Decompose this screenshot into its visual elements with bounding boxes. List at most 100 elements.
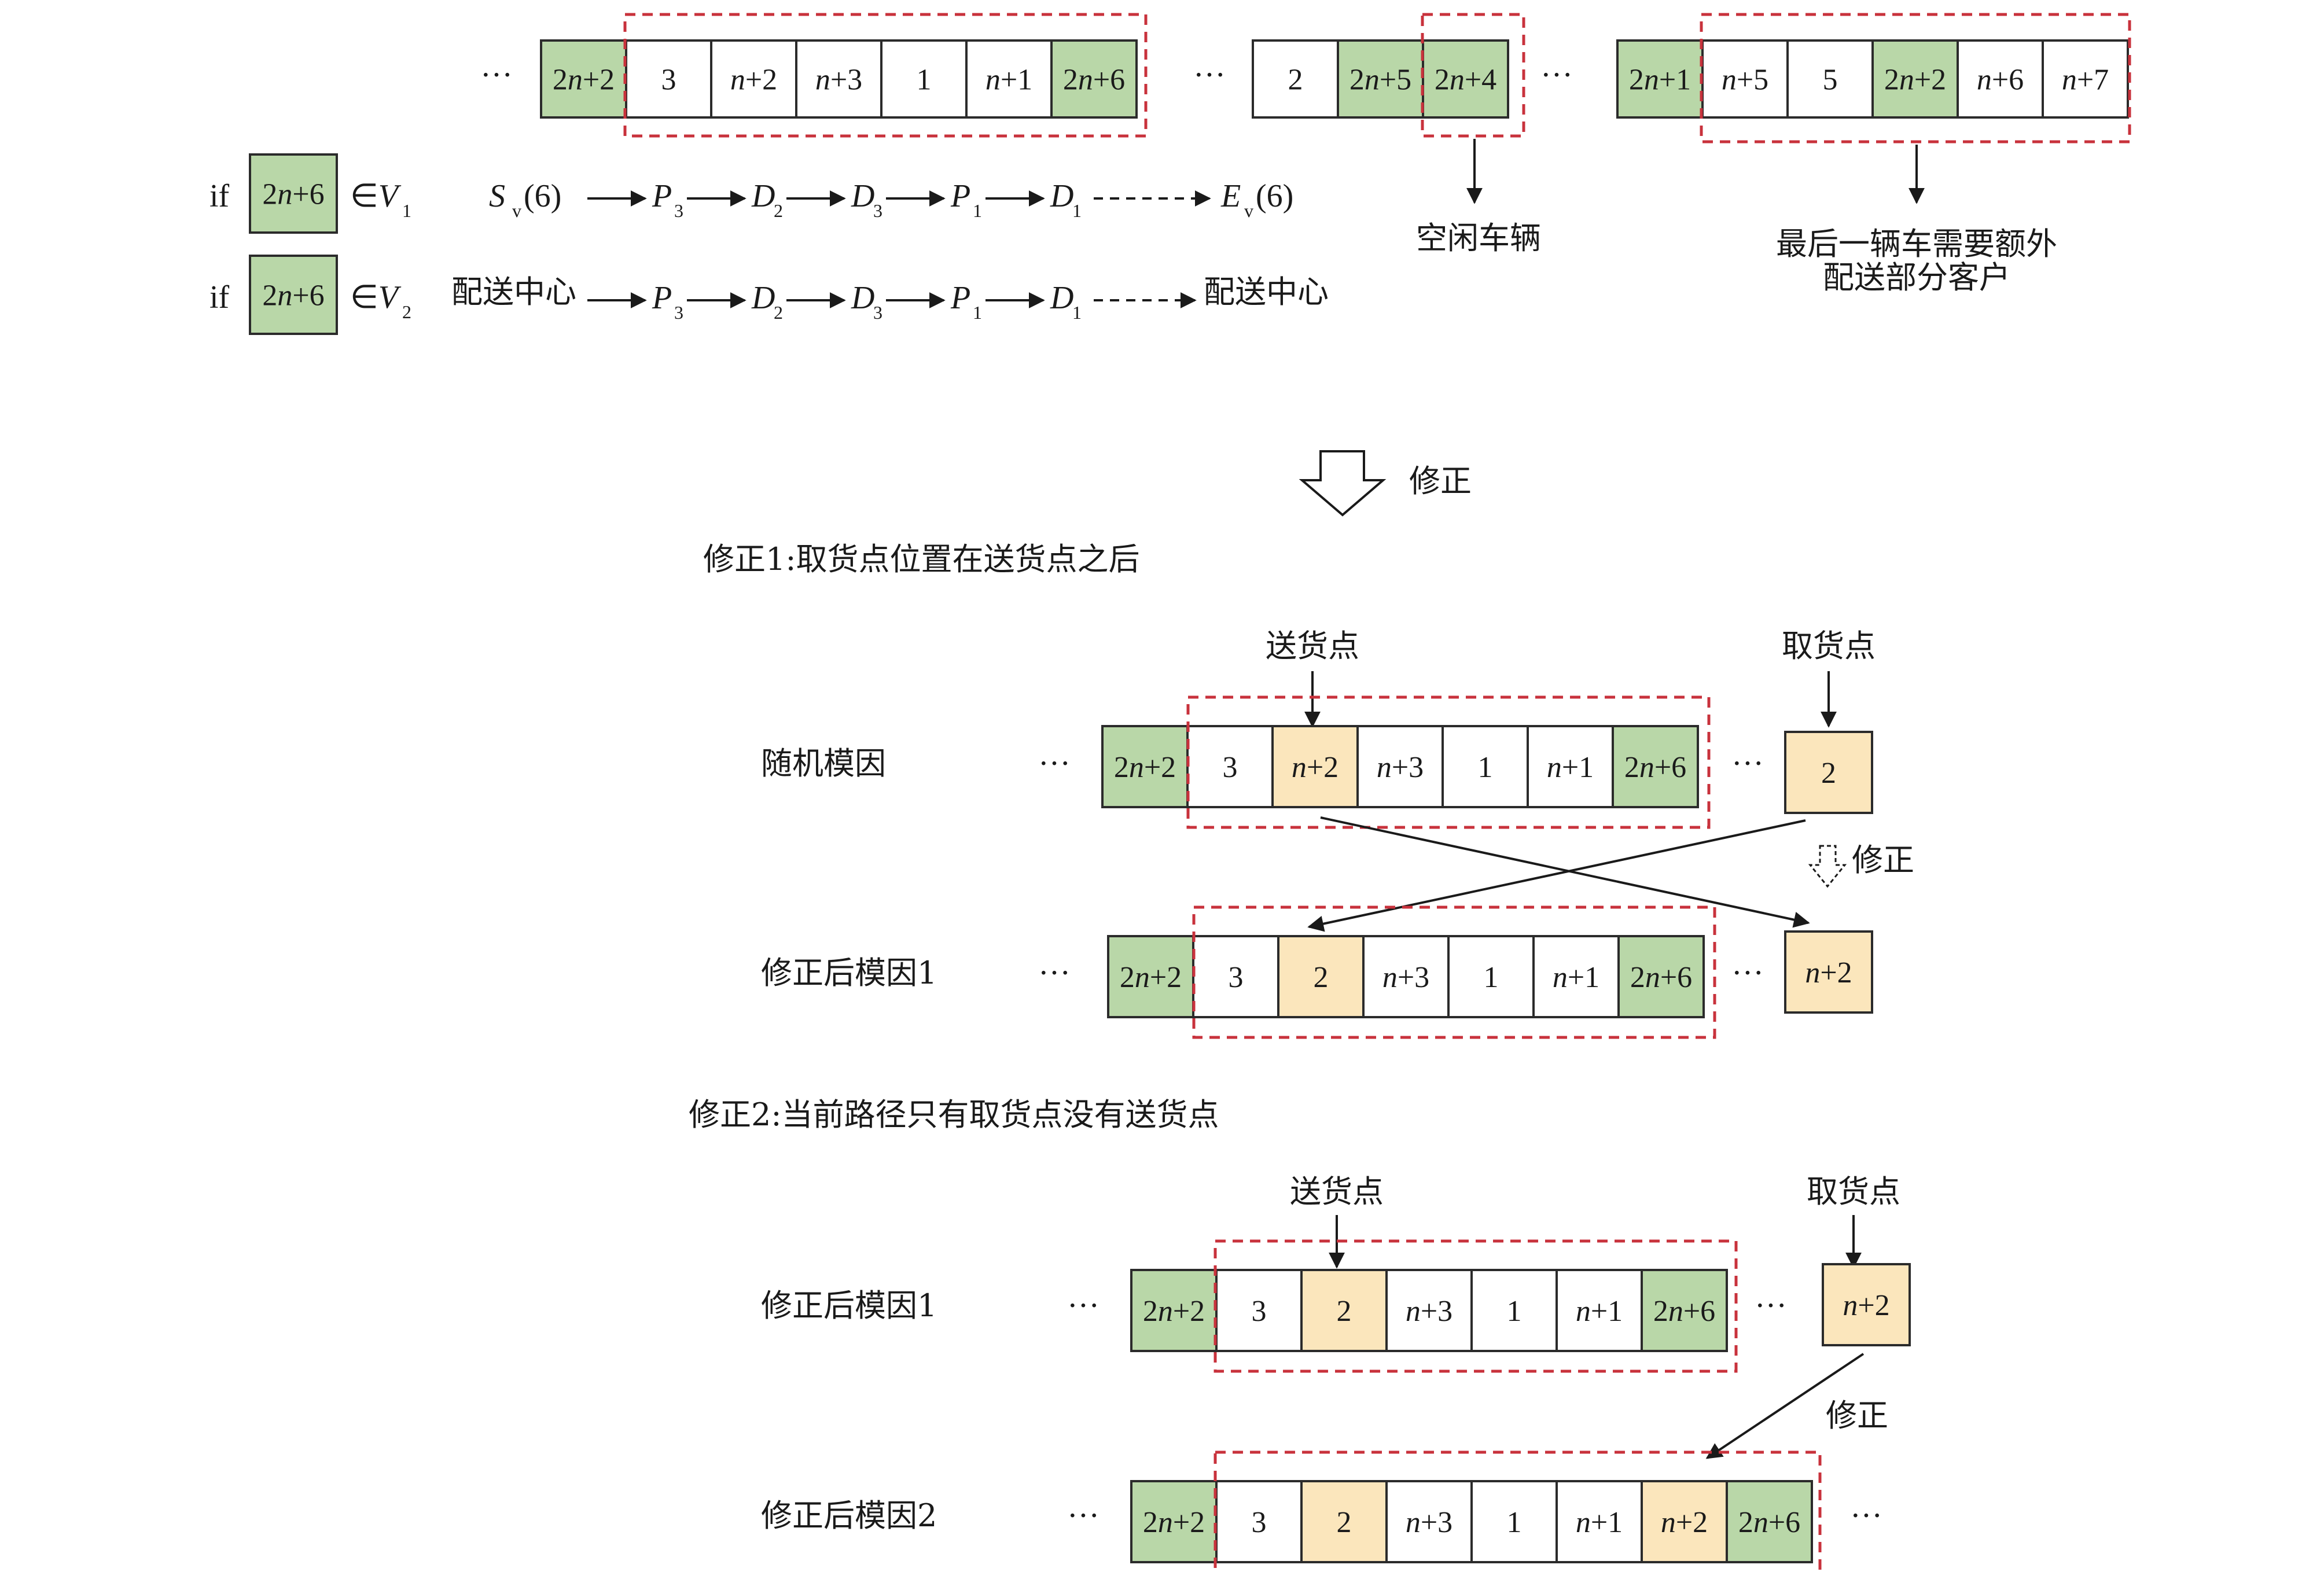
gene-cell [1556,1269,1643,1352]
gene-label: 1 [1484,961,1499,994]
fix1-random-box [1186,695,1711,829]
route1-node: P [652,178,672,214]
last-vehicle-label-line1: 最后一辆车需要额外 [1776,226,2057,262]
fix1-fixed-single: n+2 [1784,930,1873,1014]
route2-node: D [851,280,874,316]
ellipsis: ··· [1755,1288,1787,1324]
fix1-mini-correction-label: 修正 [1852,842,1914,878]
route2-node-sub: 3 [873,302,882,323]
gene-cell [1362,935,1450,1018]
ellipsis: ··· [1731,746,1764,782]
gene-label: 2n+6 [262,279,324,312]
gene-cell [1616,39,1704,119]
gene-cell [249,255,338,335]
gene-cell [1215,1480,1303,1563]
ellipsis: ··· [1067,1288,1100,1324]
gene-label: 2 [1337,1295,1352,1328]
if-cell: 2n+6 [249,255,338,335]
gene-cell [1470,1269,1558,1352]
gene-label: n+2 [730,64,777,97]
gene-label: 2n+5 [1349,64,1411,97]
gene-label: 2n+6 [1738,1506,1800,1539]
gene-label: 1 [1478,751,1493,784]
gene-cell [1556,1480,1643,1563]
gene-label: 2n+6 [1063,64,1125,97]
route1-node: D [1050,178,1073,214]
gene-label: n+3 [1406,1295,1452,1328]
gene-label: 2n+6 [262,178,324,211]
gene-label: 2n+2 [1143,1295,1205,1328]
gene-label: 2n+4 [1435,64,1496,97]
gene-cell [1701,39,1789,119]
gene-label: 2n+2 [1114,751,1176,784]
gene-label: n+3 [1406,1506,1452,1539]
fix1-fixed-box [1192,905,1716,1039]
fix2-row2-label: 修正后模因2 [761,1497,937,1534]
ellipsis: ··· [1193,57,1226,93]
gene-label: 2n+1 [1629,64,1691,97]
gene-label: 1 [1507,1295,1522,1328]
route1-start-arg: (6) [524,178,561,214]
route1-start: S [489,178,505,214]
ellipsis: ··· [1731,955,1764,991]
fix1-mini-correction-icon [1808,845,1847,888]
route1-node-sub: 3 [674,200,683,221]
fix1-delivery-label: 送货点 [1266,628,1359,664]
gene-label: 2n+6 [1653,1295,1715,1328]
gene-label: 2 [1337,1506,1352,1539]
route2-start: 配送中心 [451,274,576,310]
gene-label: n+3 [815,64,862,97]
gene-label: 2n+2 [1884,64,1946,97]
gene-label: 3 [1223,751,1238,784]
ellipsis: ··· [1850,1498,1882,1534]
route1-end-arg: (6) [1256,178,1293,214]
gene-cell [1641,1269,1728,1352]
gene-cell [1617,935,1705,1018]
route2-node-sub: 3 [674,302,683,323]
fix2-row1-label: 修正后模因1 [761,1287,937,1324]
gene-cell [540,39,627,119]
gene-cell [1300,1480,1388,1563]
fix1-cross-arrow-a [1320,816,1810,928]
gene-cell [2042,39,2129,119]
route1-start-sub: v [512,200,521,221]
gene-label: 1 [1507,1506,1522,1539]
route2-node: D [1050,280,1073,316]
gene-label: n+2 [1661,1506,1708,1539]
fix2-pickup-label: 取货点 [1807,1173,1900,1210]
gene-cell [1107,935,1194,1018]
route1-node-sub: 1 [1072,200,1082,221]
route2-node-sub: 2 [774,302,783,323]
gene-cell [1130,1480,1218,1563]
fix2-row1: 2n+2 3 2 n+3 1 n+1 2n+6 [1130,1269,1728,1352]
gene-label: 1 [917,64,932,97]
last-vehicle-box [1700,13,2131,143]
gene-cell [625,39,712,119]
route1-node-sub: 1 [973,200,982,221]
gene-cell [249,153,338,234]
gene-label: 3 [1252,1295,1267,1328]
gene-cell [1532,935,1620,1018]
fix1-title: 修正1:取货点位置在送货点之后 [703,541,1140,577]
correction-down-icon [1299,450,1387,517]
ellipsis: ··· [1540,57,1573,93]
gene-cell [1385,1269,1473,1352]
gene-label: 3 [1229,961,1244,994]
route1-end: E [1220,178,1241,214]
gene-label: n+3 [1377,751,1424,784]
gene-cell [1641,1480,1728,1563]
ellipsis: ··· [480,57,513,93]
ellipsis: ··· [1038,955,1071,991]
gene-label: 2n+2 [1120,961,1182,994]
gene-label: n+1 [1576,1295,1623,1328]
gene-cell [1784,930,1873,1014]
gene-label: n+2 [1292,751,1338,784]
last-vehicle-label-line2: 配送部分客户 [1823,259,2010,296]
gene-cell [710,39,797,119]
